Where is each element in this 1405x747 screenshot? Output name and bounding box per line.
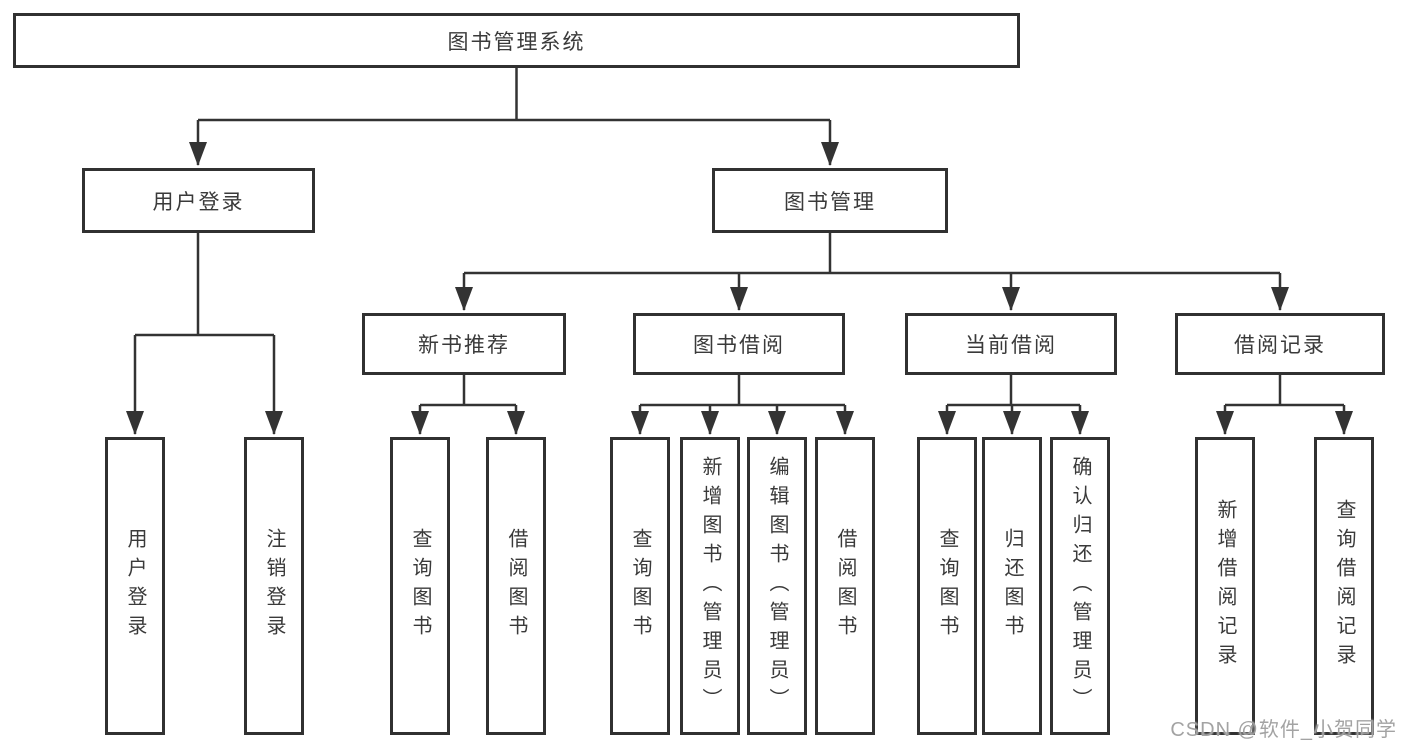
node-new-book-recommend: 新书推荐 — [362, 313, 566, 375]
node-root-system: 图书管理系统 — [13, 13, 1020, 68]
node-user-login: 用户登录 — [82, 168, 315, 233]
leaf-borrow-books-label: 借阅图书 — [834, 528, 856, 644]
leaf-return-book: 归还图书 — [982, 437, 1042, 735]
leaf-logout-label: 注销登录 — [263, 528, 285, 644]
leaf-add-book-admin-label: 新增图书（管理员） — [699, 455, 721, 717]
leaf-borrow-books-recommend-label: 借阅图书 — [505, 528, 527, 644]
leaf-confirm-return-admin: 确认归还（管理员） — [1050, 437, 1110, 735]
leaf-borrow-books-recommend: 借阅图书 — [486, 437, 546, 735]
connector-new-book-branch — [411, 375, 525, 435]
leaf-query-books-recommend: 查询图书 — [390, 437, 450, 735]
node-book-borrow: 图书借阅 — [633, 313, 845, 375]
node-book-management: 图书管理 — [712, 168, 948, 233]
leaf-return-book-label: 归还图书 — [1001, 528, 1023, 644]
leaf-query-books-borrow: 查询图书 — [610, 437, 670, 735]
leaf-borrow-books: 借阅图书 — [815, 437, 875, 735]
leaf-query-books-current: 查询图书 — [917, 437, 977, 735]
leaf-edit-book-admin: 编辑图书（管理员） — [747, 437, 807, 735]
leaf-add-book-admin: 新增图书（管理员） — [680, 437, 740, 735]
connector-root-to-level2 — [189, 68, 839, 166]
leaf-query-borrow-record: 查询借阅记录 — [1314, 437, 1374, 735]
leaf-edit-book-admin-label: 编辑图书（管理员） — [766, 455, 788, 717]
connector-current-borrow-branch — [938, 375, 1089, 435]
leaf-add-borrow-record: 新增借阅记录 — [1195, 437, 1255, 735]
leaf-query-books-current-label: 查询图书 — [936, 528, 958, 644]
leaf-confirm-return-admin-label: 确认归还（管理员） — [1069, 455, 1091, 717]
csdn-watermark: CSDN @软件_小贺同学 — [1170, 719, 1397, 741]
leaf-query-books-recommend-label: 查询图书 — [409, 528, 431, 644]
leaf-user-login-label: 用户登录 — [124, 528, 146, 644]
leaf-add-borrow-record-label: 新增借阅记录 — [1214, 499, 1236, 673]
leaf-query-borrow-record-label: 查询借阅记录 — [1333, 499, 1355, 673]
connector-book-management-branch — [455, 233, 1289, 311]
leaf-logout: 注销登录 — [244, 437, 304, 735]
node-new-book-recommend-label: 新书推荐 — [418, 334, 510, 357]
leaf-query-books-borrow-label: 查询图书 — [629, 528, 651, 644]
node-book-management-label: 图书管理 — [784, 190, 876, 214]
node-current-borrow-label: 当前借阅 — [965, 334, 1057, 357]
connector-user-login-branch — [126, 233, 283, 435]
node-root-system-label: 图书管理系统 — [447, 30, 586, 54]
node-current-borrow: 当前借阅 — [905, 313, 1117, 375]
node-borrow-records-label: 借阅记录 — [1234, 334, 1326, 357]
node-user-login-label: 用户登录 — [152, 190, 245, 214]
connector-borrow-records-branch — [1216, 375, 1353, 435]
leaf-user-login: 用户登录 — [105, 437, 165, 735]
node-book-borrow-label: 图书借阅 — [693, 334, 785, 357]
node-borrow-records: 借阅记录 — [1175, 313, 1385, 375]
connector-book-borrow-branch — [631, 375, 854, 435]
